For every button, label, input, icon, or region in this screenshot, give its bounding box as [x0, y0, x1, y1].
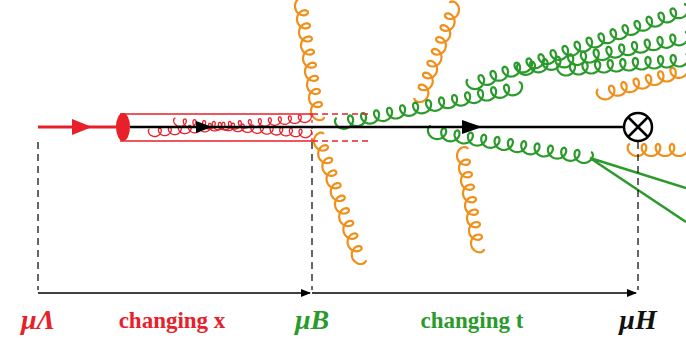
- gluon: [467, 4, 686, 89]
- hard-vertex: [624, 113, 652, 141]
- gluon: [314, 133, 366, 264]
- arrow-head: [72, 119, 92, 135]
- gluon: [148, 114, 311, 137]
- gluon: [517, 32, 686, 75]
- quark-line: [130, 126, 312, 129]
- scale-annotation: changing x: [117, 309, 228, 332]
- mu-lambda: μΛ: [19, 306, 57, 334]
- gluon: [457, 147, 484, 252]
- proton-blob: [116, 113, 130, 141]
- gluon: [414, 1, 459, 102]
- mu-b: μB: [293, 306, 331, 334]
- scale-guide: [38, 142, 638, 290]
- mu-h: μH: [617, 306, 658, 334]
- gluon: [295, 0, 324, 120]
- gluon: [557, 54, 686, 76]
- scale-annotation: changing t: [419, 309, 526, 332]
- gluon: [428, 126, 593, 163]
- beam-tube: [120, 114, 312, 141]
- gluon: [628, 144, 686, 156]
- gluon: [335, 82, 522, 129]
